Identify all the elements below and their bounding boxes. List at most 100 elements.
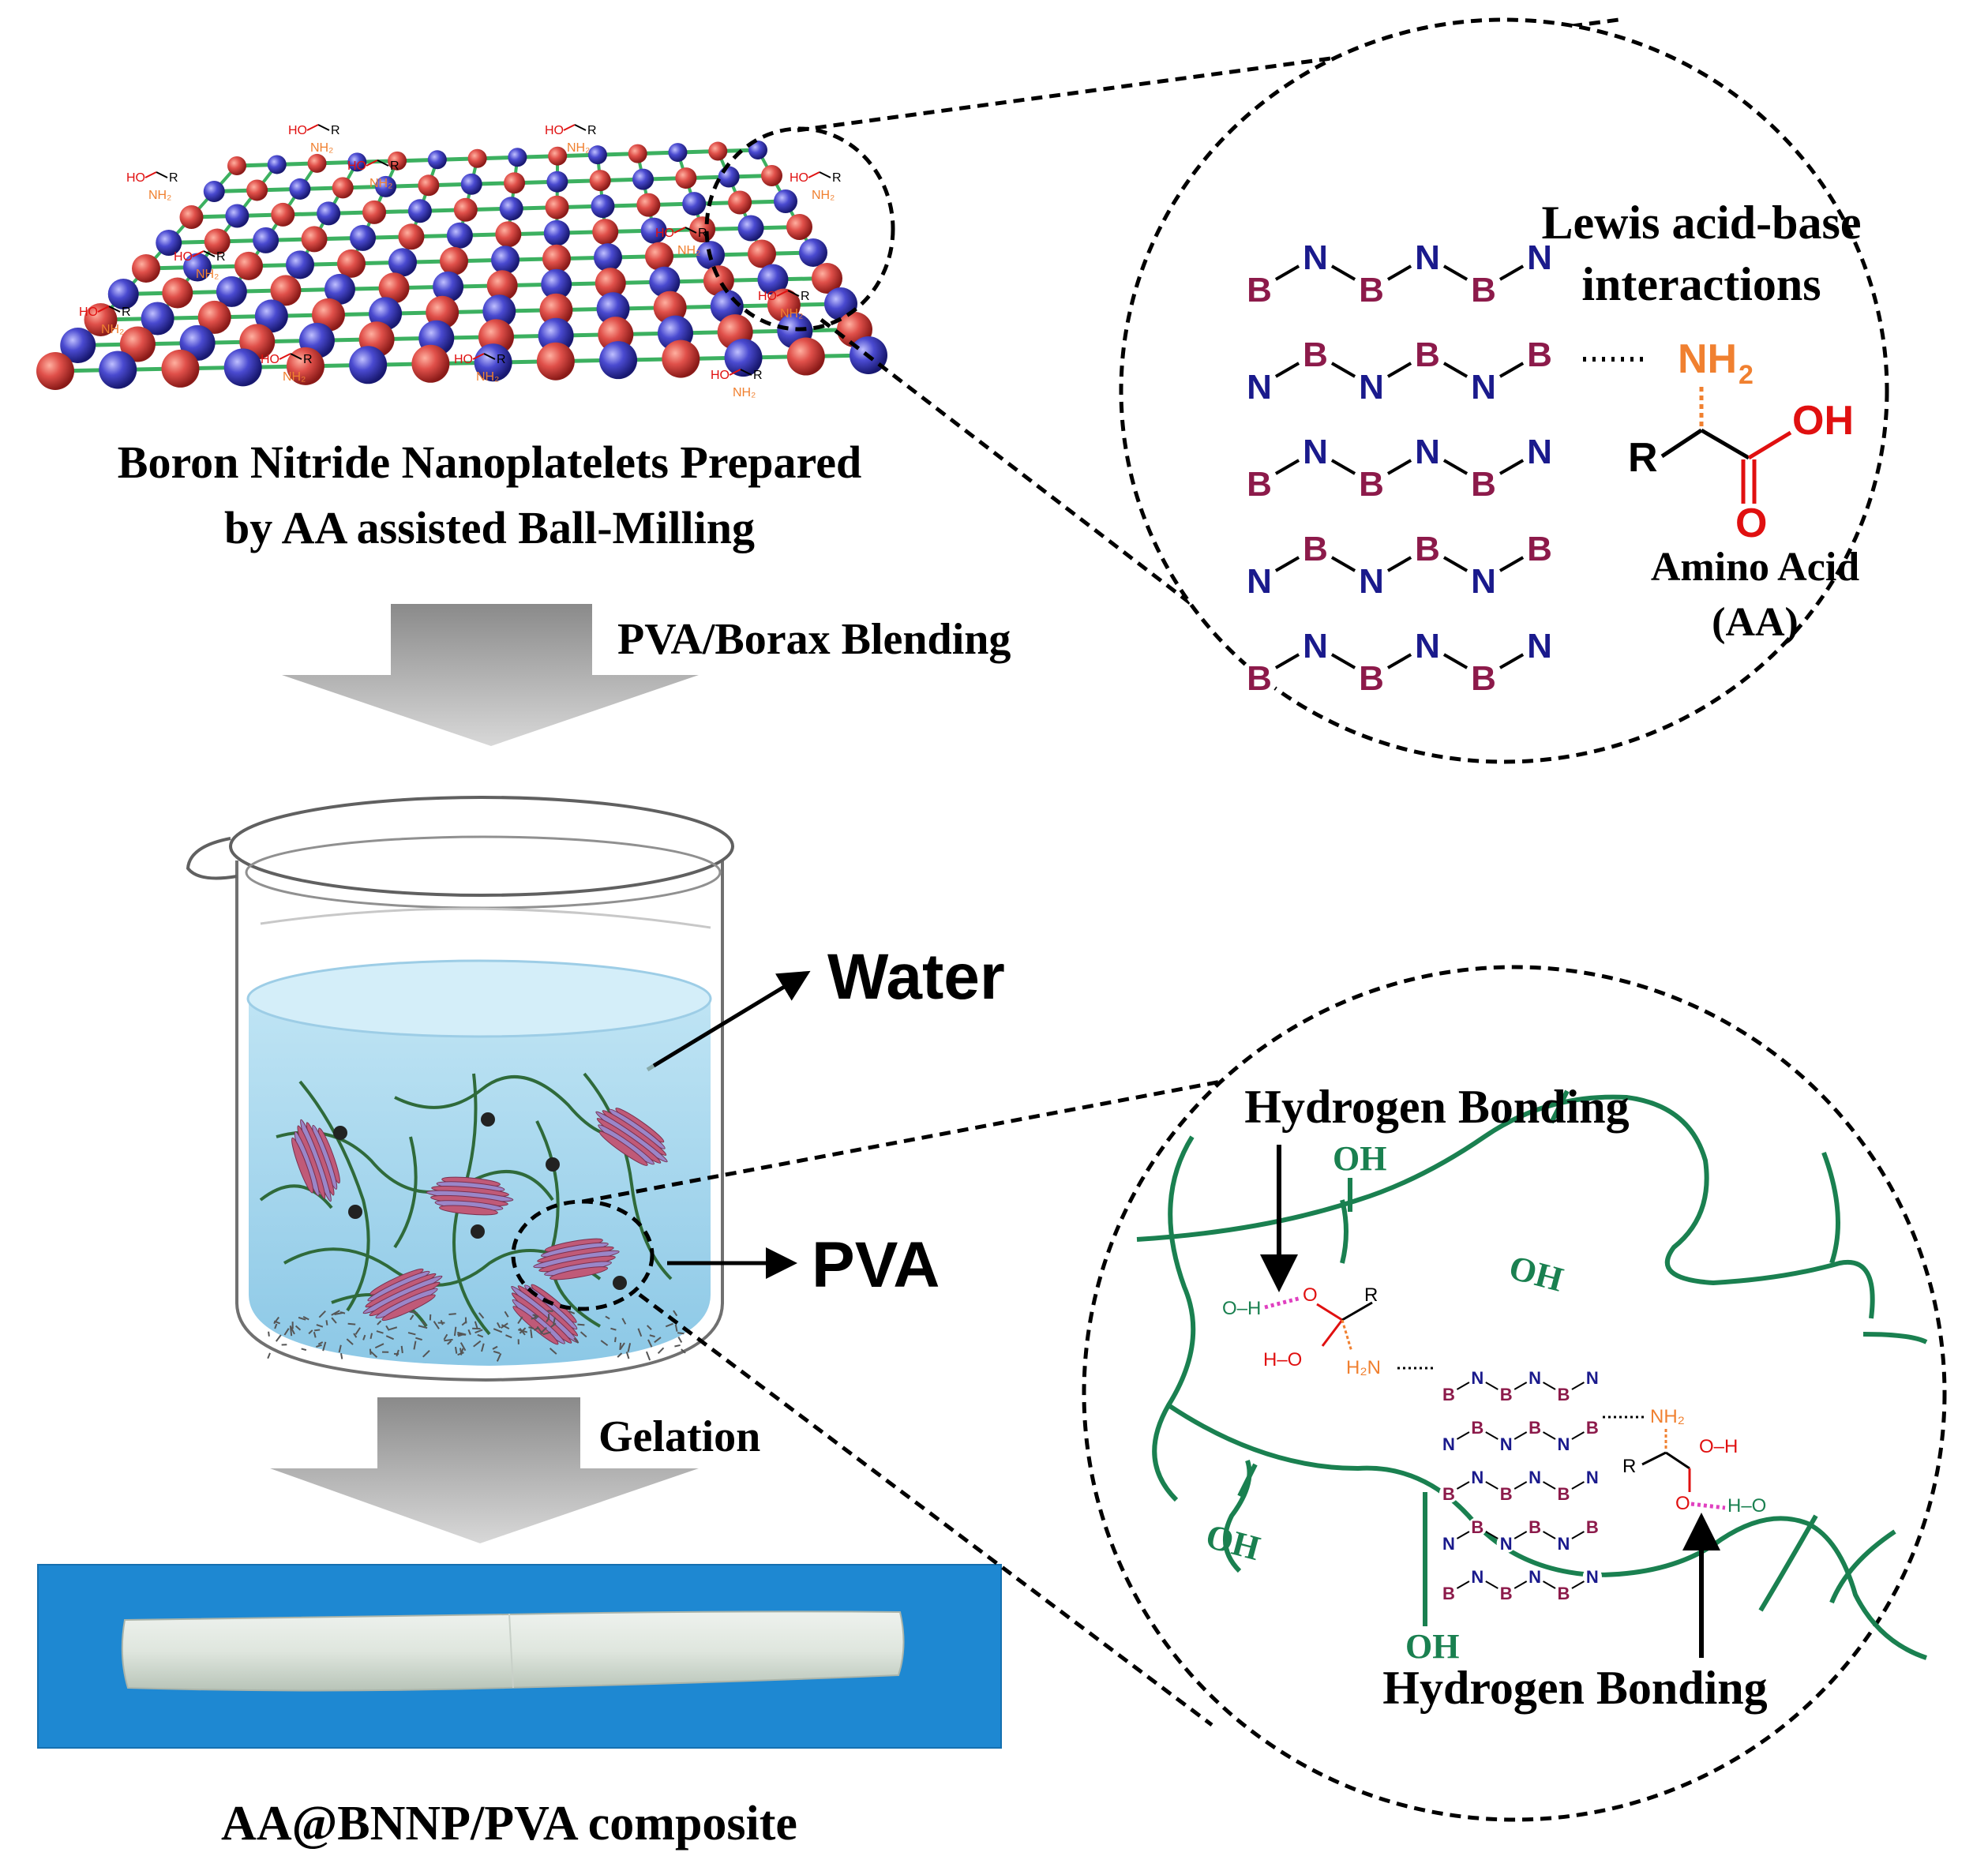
nitrogen-atom-label: N <box>1359 562 1384 601</box>
svg-text:O: O <box>1675 1493 1690 1514</box>
boron-atom-label: B <box>1529 1517 1541 1537</box>
boron-atom <box>234 251 263 280</box>
nitrogen-atom <box>682 192 707 216</box>
boron-atom <box>748 239 776 268</box>
boron-atom <box>636 193 661 217</box>
svg-text:HO: HO <box>347 159 366 173</box>
pva-hydroxyl-groups <box>1237 1089 1570 1626</box>
svg-text:HO: HO <box>261 353 279 366</box>
process-arrow-1 <box>282 604 699 746</box>
nitrogen-atom <box>324 273 355 305</box>
boron-atom <box>271 202 295 227</box>
svg-text:R: R <box>832 171 842 185</box>
boron-atom-label: B <box>1586 1418 1599 1438</box>
boron-atom <box>132 254 160 283</box>
boron-atom-label: B <box>1442 1584 1455 1603</box>
boron-atom-label: B <box>1303 336 1328 374</box>
boron-atom <box>84 303 118 336</box>
nitrogen-atom <box>499 197 523 221</box>
water-pointer <box>652 970 811 1068</box>
nitrogen-atom <box>649 266 681 298</box>
nitrogen-atom <box>99 351 137 389</box>
boron-atom <box>246 179 268 201</box>
lewis-title-line1: Lewis acid-base <box>1542 197 1862 249</box>
nitrogen-atom <box>289 178 311 200</box>
nitrogen-atom-label: N <box>1359 368 1384 407</box>
nitrogen-atom <box>508 148 527 167</box>
nitrogen-atom <box>640 217 667 244</box>
hbond-label-top: Hydrogen Bonding <box>1244 1081 1629 1133</box>
nitrogen-atom-label: N <box>1442 1534 1455 1554</box>
nitrogen-atom <box>183 253 212 282</box>
boron-atom <box>662 339 700 378</box>
svg-text:NH₂: NH₂ <box>369 177 392 190</box>
nitrogen-atom-label: N <box>1247 562 1272 601</box>
nitrogen-atom-label: N <box>1529 1468 1541 1487</box>
nitrogen-atom <box>107 279 139 309</box>
carbonyl-oxygen: O <box>1735 501 1767 546</box>
boron-atom <box>161 349 200 388</box>
boron-atom <box>301 226 328 253</box>
svg-text:O–H: O–H <box>1222 1298 1261 1319</box>
svg-text:HO: HO <box>758 290 777 303</box>
svg-text:R: R <box>331 124 340 137</box>
boron-atom <box>628 144 647 163</box>
svg-text:HO: HO <box>126 171 145 185</box>
nitrogen-atom <box>737 215 764 242</box>
boron-atom <box>388 151 407 171</box>
nitrogen-atom <box>774 189 797 213</box>
svg-text:NH₂: NH₂ <box>283 370 306 384</box>
boron-atom <box>440 246 468 276</box>
beaker-nanoplatelet <box>595 1108 668 1166</box>
svg-text:NH₂: NH₂ <box>567 141 590 155</box>
svg-text:O–H: O–H <box>1699 1436 1738 1457</box>
beaker-nanoplatelets <box>291 1108 668 1345</box>
nitrogen-atom-label: N <box>1558 1434 1570 1454</box>
zoom-amino-acid-left: O–H O R H–O H₂N <box>1222 1284 1433 1378</box>
svg-text:NH₂: NH₂ <box>780 307 803 321</box>
nitrogen-atom <box>347 152 367 172</box>
svg-text:R: R <box>1622 1456 1636 1477</box>
process-arrow-2 <box>270 1397 699 1543</box>
nitrogen-atom <box>757 264 789 295</box>
step2-label: Gelation <box>598 1412 760 1461</box>
svg-text:HO: HO <box>288 124 307 137</box>
nitrogen-atom <box>491 246 520 275</box>
boron-atom <box>307 153 327 173</box>
svg-text:NH₂: NH₂ <box>310 141 333 155</box>
lewis-zoom-circle <box>1119 17 1889 764</box>
svg-text:NH₂: NH₂ <box>1650 1406 1685 1427</box>
top-caption-line2: by AA assisted Ball-Milling <box>224 502 755 553</box>
boron-atom <box>36 352 74 390</box>
beaker-nanoplatelet <box>533 1238 620 1280</box>
nitrogen-atom-label: N <box>1529 1368 1541 1388</box>
boron-atom <box>689 216 716 243</box>
nitrogen-atom-label: N <box>1442 1434 1455 1454</box>
nitrogen-atom-label: N <box>1415 433 1440 471</box>
nitrogen-atom-label: N <box>1558 1534 1570 1554</box>
nitrogen-atom <box>596 292 630 326</box>
nitrogen-atom <box>482 294 516 328</box>
nitrogen-atom-label: N <box>1527 627 1552 666</box>
boron-atom-label: B <box>1415 336 1440 374</box>
boron-atom <box>595 268 626 299</box>
boron-atom-label: B <box>1247 659 1272 698</box>
nitrogen-atom-label: N <box>1527 238 1552 277</box>
svg-text:R: R <box>216 250 226 264</box>
nitrogen-atom <box>724 339 763 377</box>
zoom-connector-top-2 <box>820 318 1265 661</box>
zoom-connector-bottom-1 <box>582 1071 1264 1204</box>
nh2-subscript: 2 <box>1739 360 1754 390</box>
nitrogen-atom <box>225 204 249 228</box>
nh2-group: NH <box>1678 336 1737 382</box>
composite-photo <box>37 1564 1002 1749</box>
nitrogen-atom <box>599 341 638 380</box>
nitrogen-atom <box>668 143 688 163</box>
